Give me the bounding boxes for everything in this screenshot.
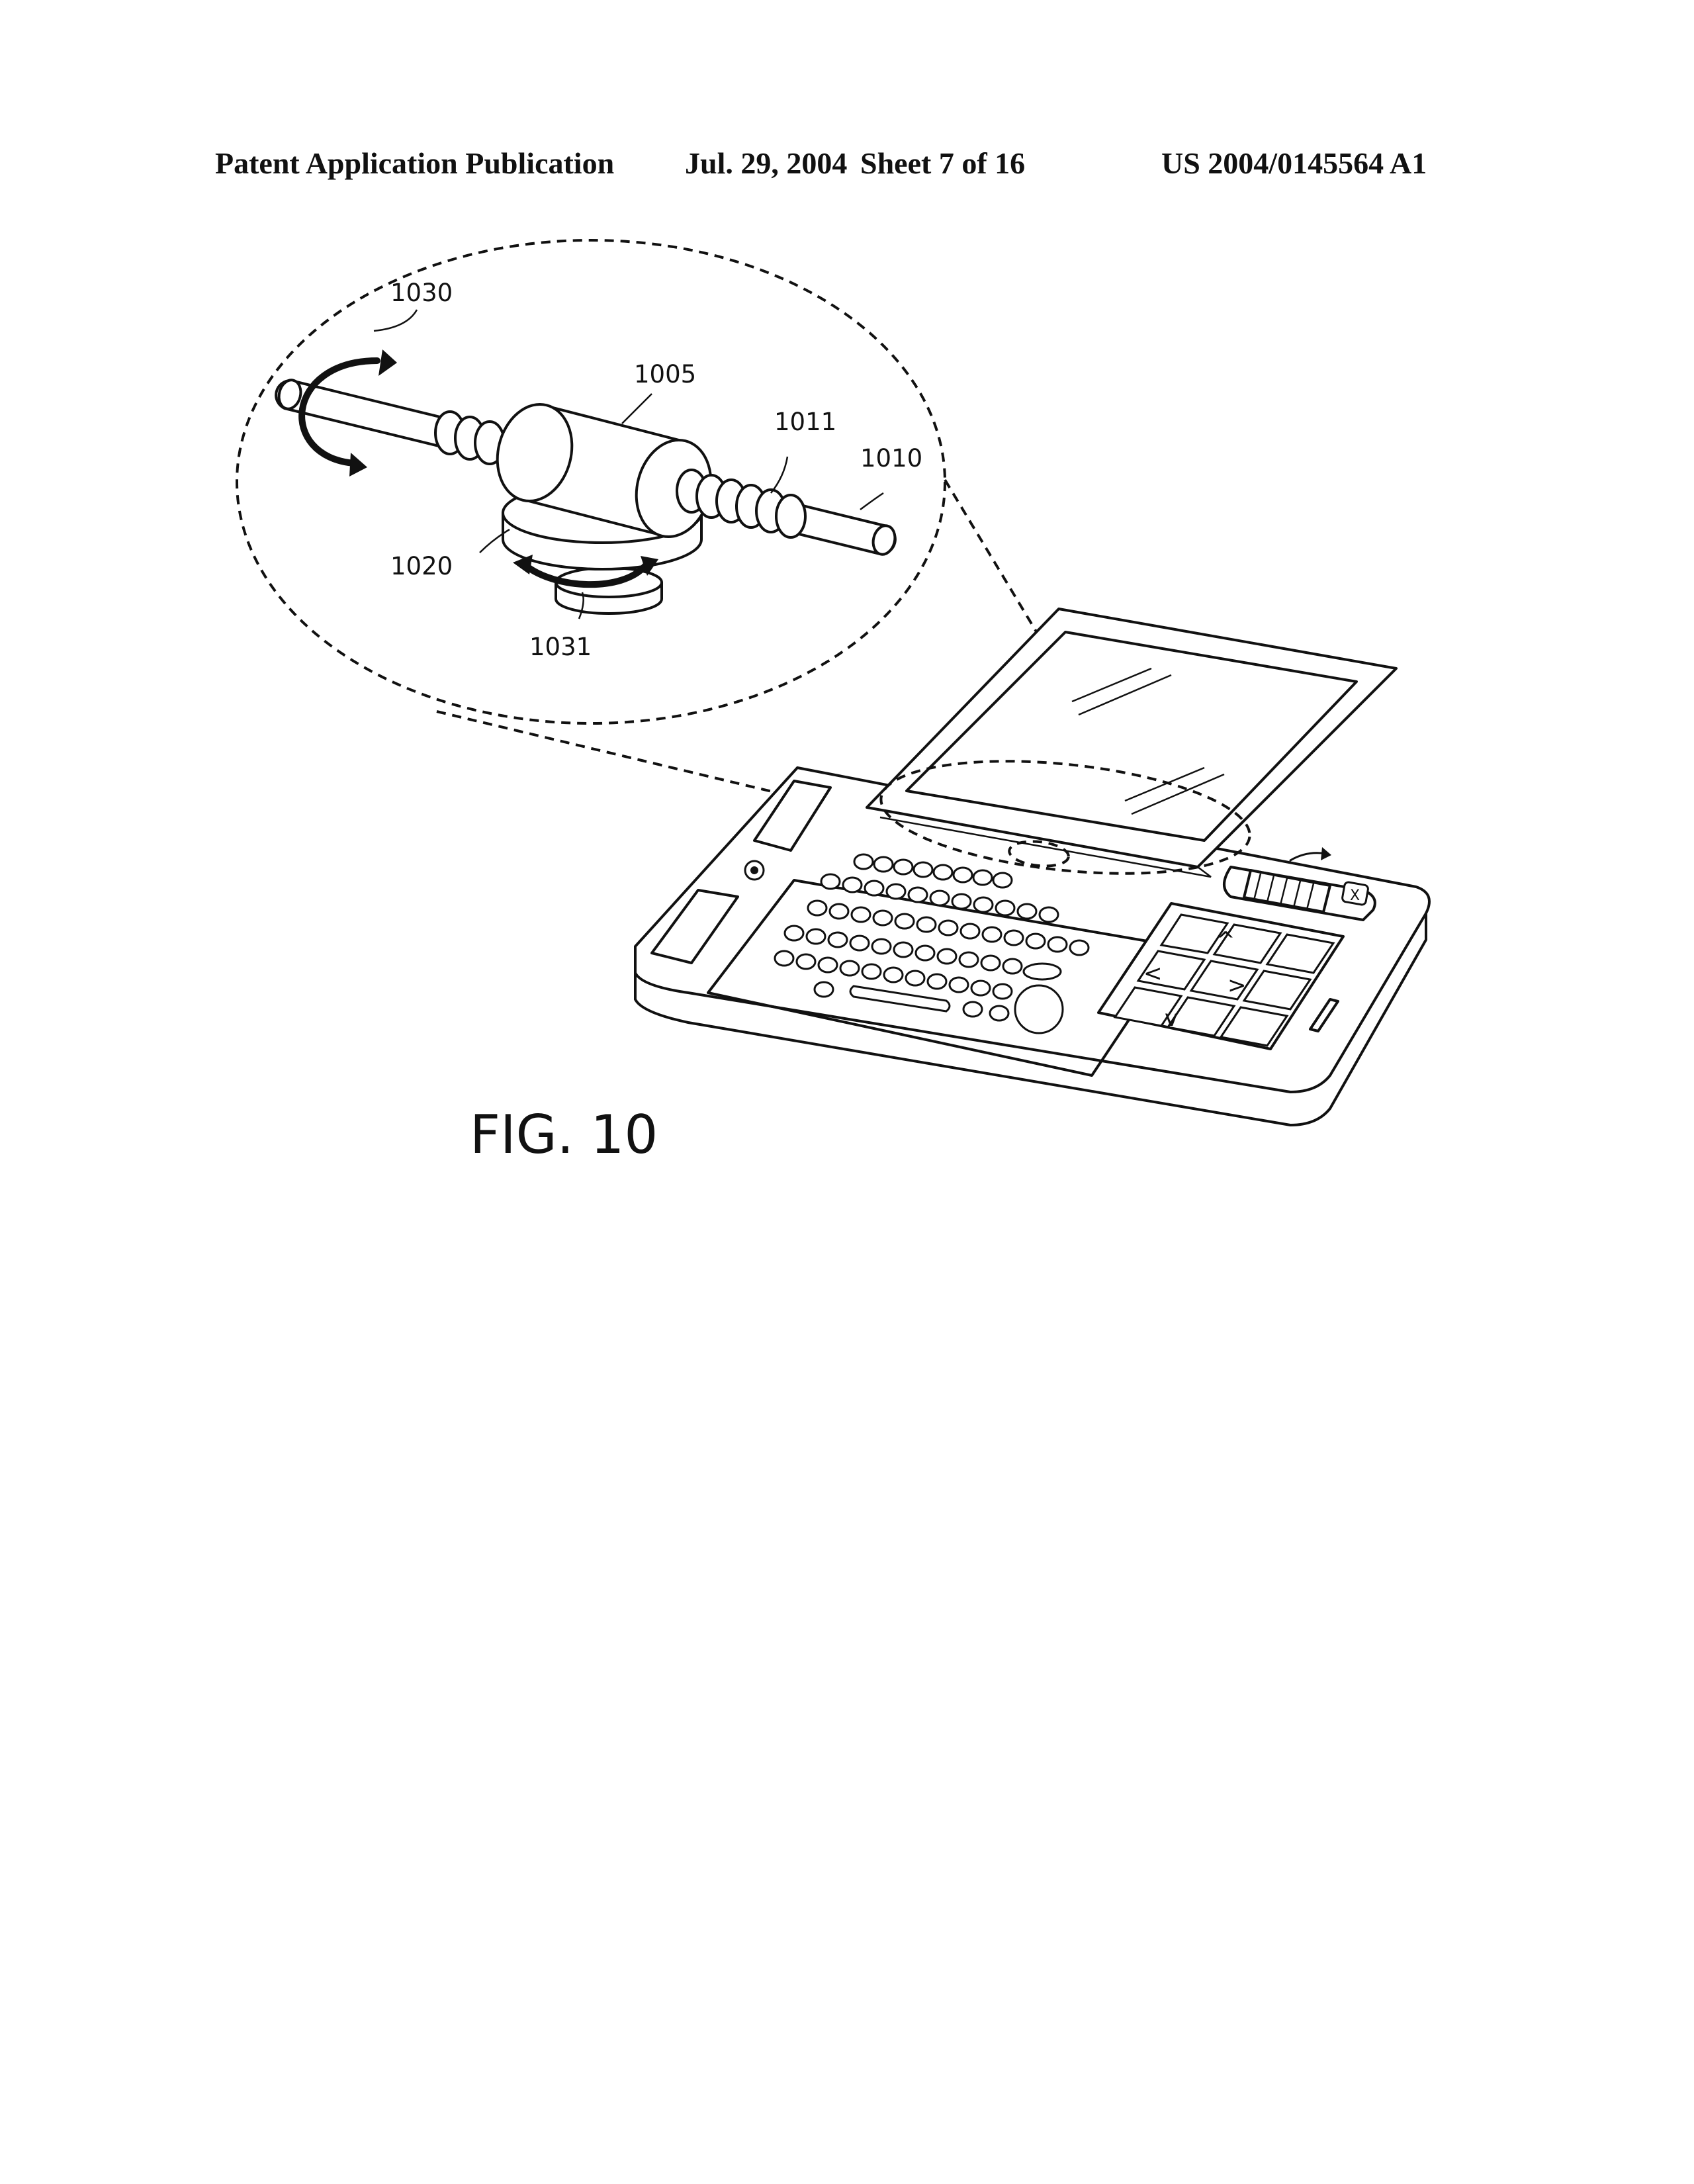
ref-1020: 1020	[390, 552, 453, 580]
ref-1005: 1005	[634, 360, 696, 388]
detail-magnified-view: 1030 1005 1011 1010 1020 1031	[236, 239, 946, 725]
hinge-highlight-ellipse	[879, 760, 1251, 875]
navigation-keypad[interactable]: ^ < > v	[1097, 902, 1345, 1050]
publication-title: Patent Application Publication	[215, 146, 615, 180]
right-arrow-icon: >	[1227, 972, 1247, 999]
screen-glare-lines	[1071, 667, 1225, 815]
scroll-wheel[interactable]	[1223, 847, 1376, 921]
left-slot-top	[753, 780, 832, 852]
housing-1005	[496, 402, 713, 539]
ref-1031: 1031	[529, 633, 592, 661]
close-icon: X	[1350, 887, 1360, 904]
page-header: Patent Application Publication Jul. 29, …	[215, 146, 1459, 192]
spring-coils-left	[434, 410, 506, 465]
figure-label: FIG. 10	[470, 1104, 658, 1165]
publication-date: Jul. 29, 2004	[685, 146, 848, 180]
screen-display	[905, 631, 1358, 842]
hinge-mechanism-ellipse	[1008, 840, 1070, 868]
left-arrow-icon: <	[1143, 960, 1163, 987]
left-slot-bottom	[650, 889, 739, 964]
side-slider[interactable]	[1309, 998, 1339, 1032]
ref-1011: 1011	[774, 408, 836, 436]
gear-icon[interactable]	[744, 860, 765, 881]
ref-1030: 1030	[390, 279, 453, 307]
rotation-arrow-1030	[298, 349, 397, 477]
sheet-number: Sheet 7 of 16	[860, 146, 1026, 180]
handheld-device: X ^ < > v	[634, 608, 1431, 1126]
close-button[interactable]: X	[1341, 881, 1369, 906]
trackball[interactable]	[1014, 984, 1064, 1034]
down-arrow-icon: v	[1165, 1005, 1178, 1032]
spring-coils-1011	[676, 469, 807, 539]
patent-number: US 2004/0145564 A1	[1161, 146, 1427, 180]
keyboard[interactable]	[774, 853, 1090, 1034]
up-arrow-icon: ^	[1216, 927, 1235, 954]
ref-1010: 1010	[860, 444, 922, 473]
leader-lines	[373, 309, 884, 619]
rotation-arrow-1031	[513, 555, 658, 588]
